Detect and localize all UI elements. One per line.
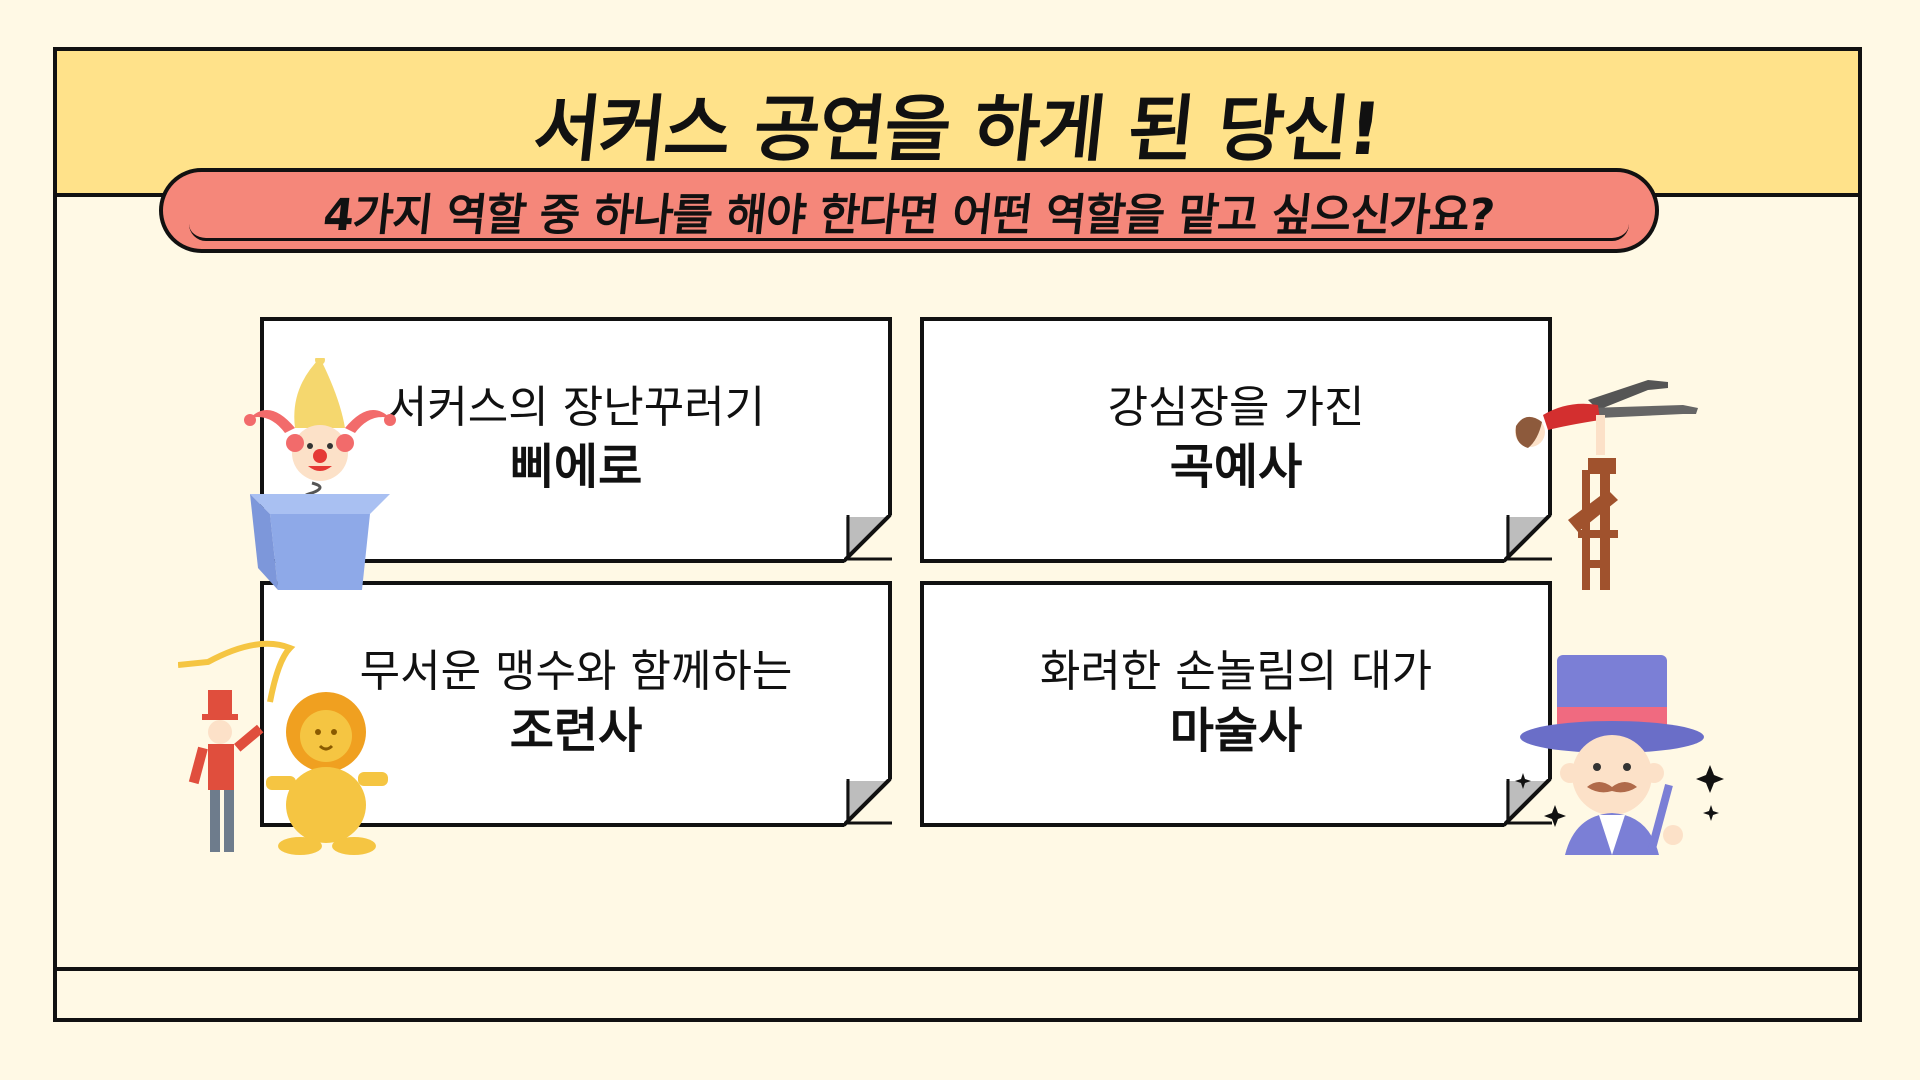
lion-tamer-icon xyxy=(178,640,388,855)
role-subtitle: 화려한 손놀림의 대가 xyxy=(1039,646,1433,698)
role-subtitle: 강심장을 가진 xyxy=(1107,382,1365,434)
question-banner: 4가지 역할 중 하나를 해야 한다면 어떤 역할을 맡고 싶으신가요? xyxy=(159,168,1659,253)
question-text: 4가지 역할 중 하나를 해야 한다면 어떤 역할을 맡고 싶으신가요? xyxy=(320,189,1497,241)
role-subtitle: 서커스의 장난꾸러기 xyxy=(386,382,766,434)
acrobat-on-chair-icon xyxy=(1515,380,1698,590)
role-name: 삐에로 xyxy=(509,439,643,496)
page-fold-icon xyxy=(1504,515,1552,563)
magician-icon xyxy=(1515,655,1724,855)
footer-divider xyxy=(57,967,1858,971)
page-fold-icon xyxy=(844,515,892,563)
jester-in-box-icon xyxy=(244,358,396,590)
page-title: 서커스 공연을 하게 된 당신! xyxy=(529,86,1385,171)
role-name: 곡예사 xyxy=(1169,439,1303,496)
page-fold-icon xyxy=(844,779,892,827)
role-name: 마술사 xyxy=(1169,703,1303,760)
page-fold-icon xyxy=(1504,779,1552,827)
role-name: 조련사 xyxy=(509,703,643,760)
role-card-acrobat[interactable]: 강심장을 가진 곡예사 xyxy=(920,317,1552,563)
role-card-magician[interactable]: 화려한 손놀림의 대가 마술사 xyxy=(920,581,1552,827)
role-subtitle: 무서운 맹수와 함께하는 xyxy=(359,646,793,698)
